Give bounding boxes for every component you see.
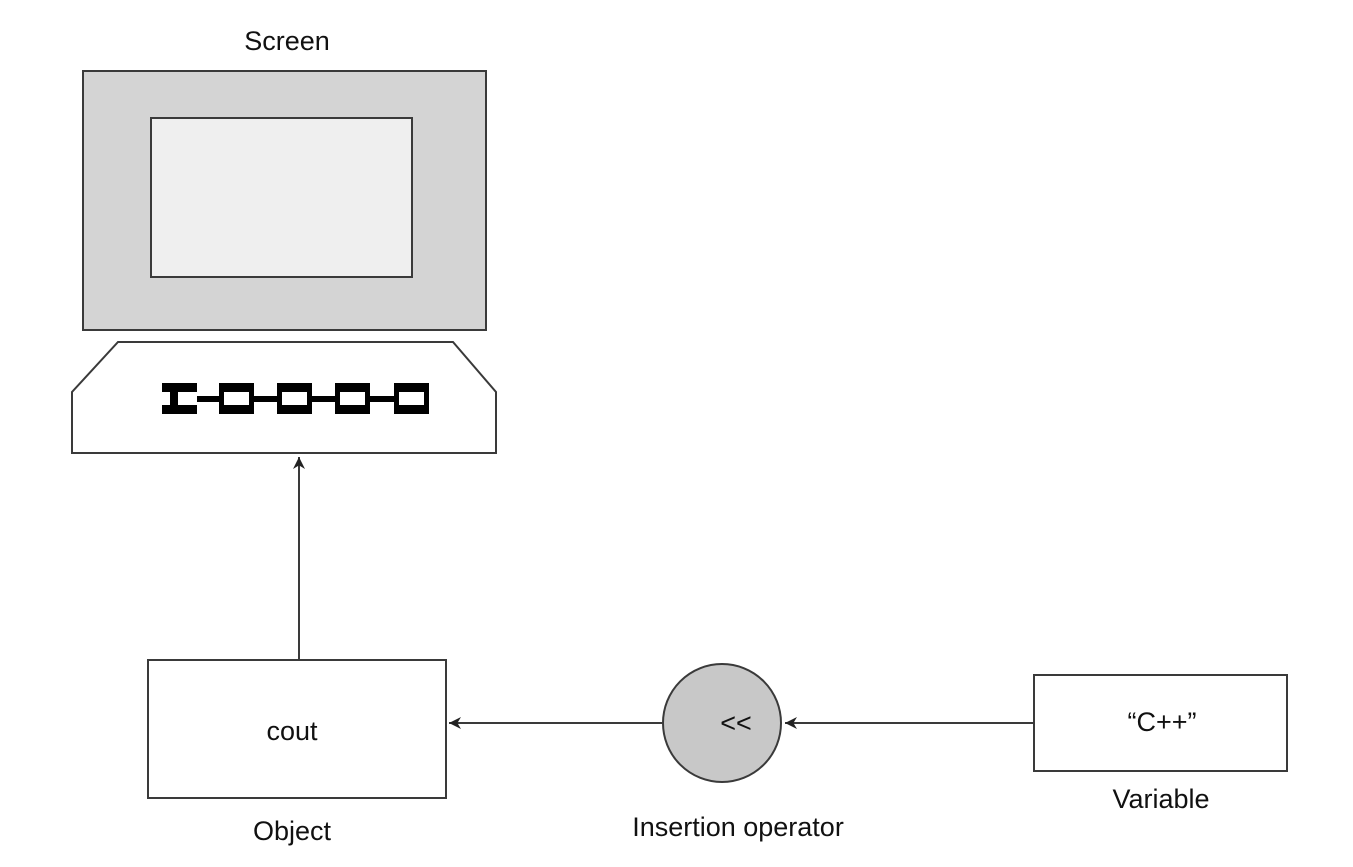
keyboard-icon bbox=[71, 341, 497, 454]
variable-text: “C++” bbox=[1127, 707, 1196, 737]
operator-text: << bbox=[720, 708, 752, 738]
monitor-screen bbox=[150, 117, 413, 278]
keyboard-outline bbox=[71, 341, 497, 454]
object-label: Object bbox=[253, 816, 332, 846]
object-text: cout bbox=[266, 716, 318, 746]
operator-circle bbox=[662, 663, 782, 783]
operator-label: Insertion operator bbox=[632, 812, 844, 842]
variable-box bbox=[1033, 674, 1288, 772]
monitor-icon bbox=[82, 70, 487, 331]
variable-label: Variable bbox=[1112, 784, 1209, 814]
screen-label: Screen bbox=[244, 26, 330, 56]
keyboard-keys bbox=[162, 383, 429, 414]
object-box bbox=[147, 659, 447, 799]
